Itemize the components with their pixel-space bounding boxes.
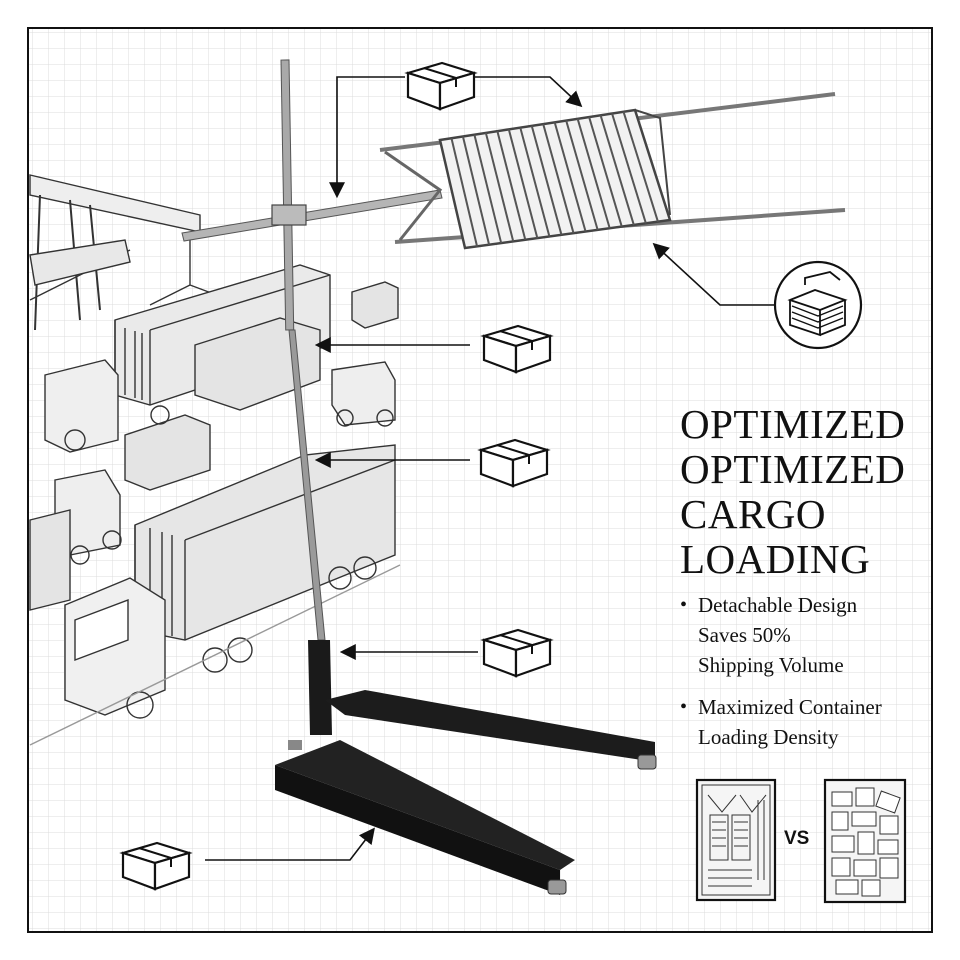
- feature-list: • Detachable Design Saves 50% Shipping V…: [680, 590, 955, 764]
- basket-bar: [599, 115, 635, 226]
- headline: OPTIMIZED OPTIMIZED CARGO LOADING: [680, 402, 950, 582]
- outer-frame: [27, 27, 933, 933]
- headline-line-1: OPTIMIZED: [680, 401, 906, 447]
- headline-line-2: OPTIMIZED: [680, 446, 906, 492]
- display-stand: [181, 59, 846, 895]
- feature-2-line-1: Maximized Container: [698, 695, 882, 719]
- basket-bar: [473, 134, 503, 244]
- bullet-dot: •: [680, 594, 688, 616]
- vs-label: VS: [784, 828, 810, 849]
- basket-bar: [519, 127, 551, 237]
- feature-item: • Detachable Design Saves 50% Shipping V…: [680, 590, 955, 680]
- basket-bar: [530, 125, 563, 236]
- bullet-dot: •: [680, 696, 688, 718]
- basket-bar: [553, 122, 587, 232]
- feature-1-line-1: Detachable Design: [698, 593, 858, 617]
- callout-arrows: [205, 76, 778, 861]
- basket-bar: [622, 111, 659, 222]
- feature-1-line-3: Shipping Volume: [698, 653, 844, 677]
- basket-bar: [461, 136, 491, 245]
- basket-bar: [542, 123, 575, 234]
- basket-bar: [496, 130, 527, 241]
- loose-boxes-panel: [823, 778, 907, 904]
- port-scene-illustration: [29, 174, 401, 746]
- feature-2-line-2: Loading Density: [698, 725, 839, 749]
- feature-1-line-2: Saves 50%: [698, 623, 791, 647]
- basket-bar: [507, 129, 539, 239]
- packed-stand-panel: [695, 778, 777, 902]
- headline-line-3: CARGO: [680, 491, 827, 537]
- stacked-packages-icon: [773, 260, 863, 350]
- basket-bar: [576, 118, 611, 229]
- feature-item: • Maximized Container Loading Density: [680, 692, 955, 752]
- basket-bar: [565, 120, 599, 231]
- headline-line-4: LOADING: [680, 536, 871, 582]
- basket-bar: [588, 116, 623, 227]
- basket-bar: [484, 132, 515, 242]
- basket-bar: [611, 113, 647, 224]
- basket-bar: [450, 138, 479, 247]
